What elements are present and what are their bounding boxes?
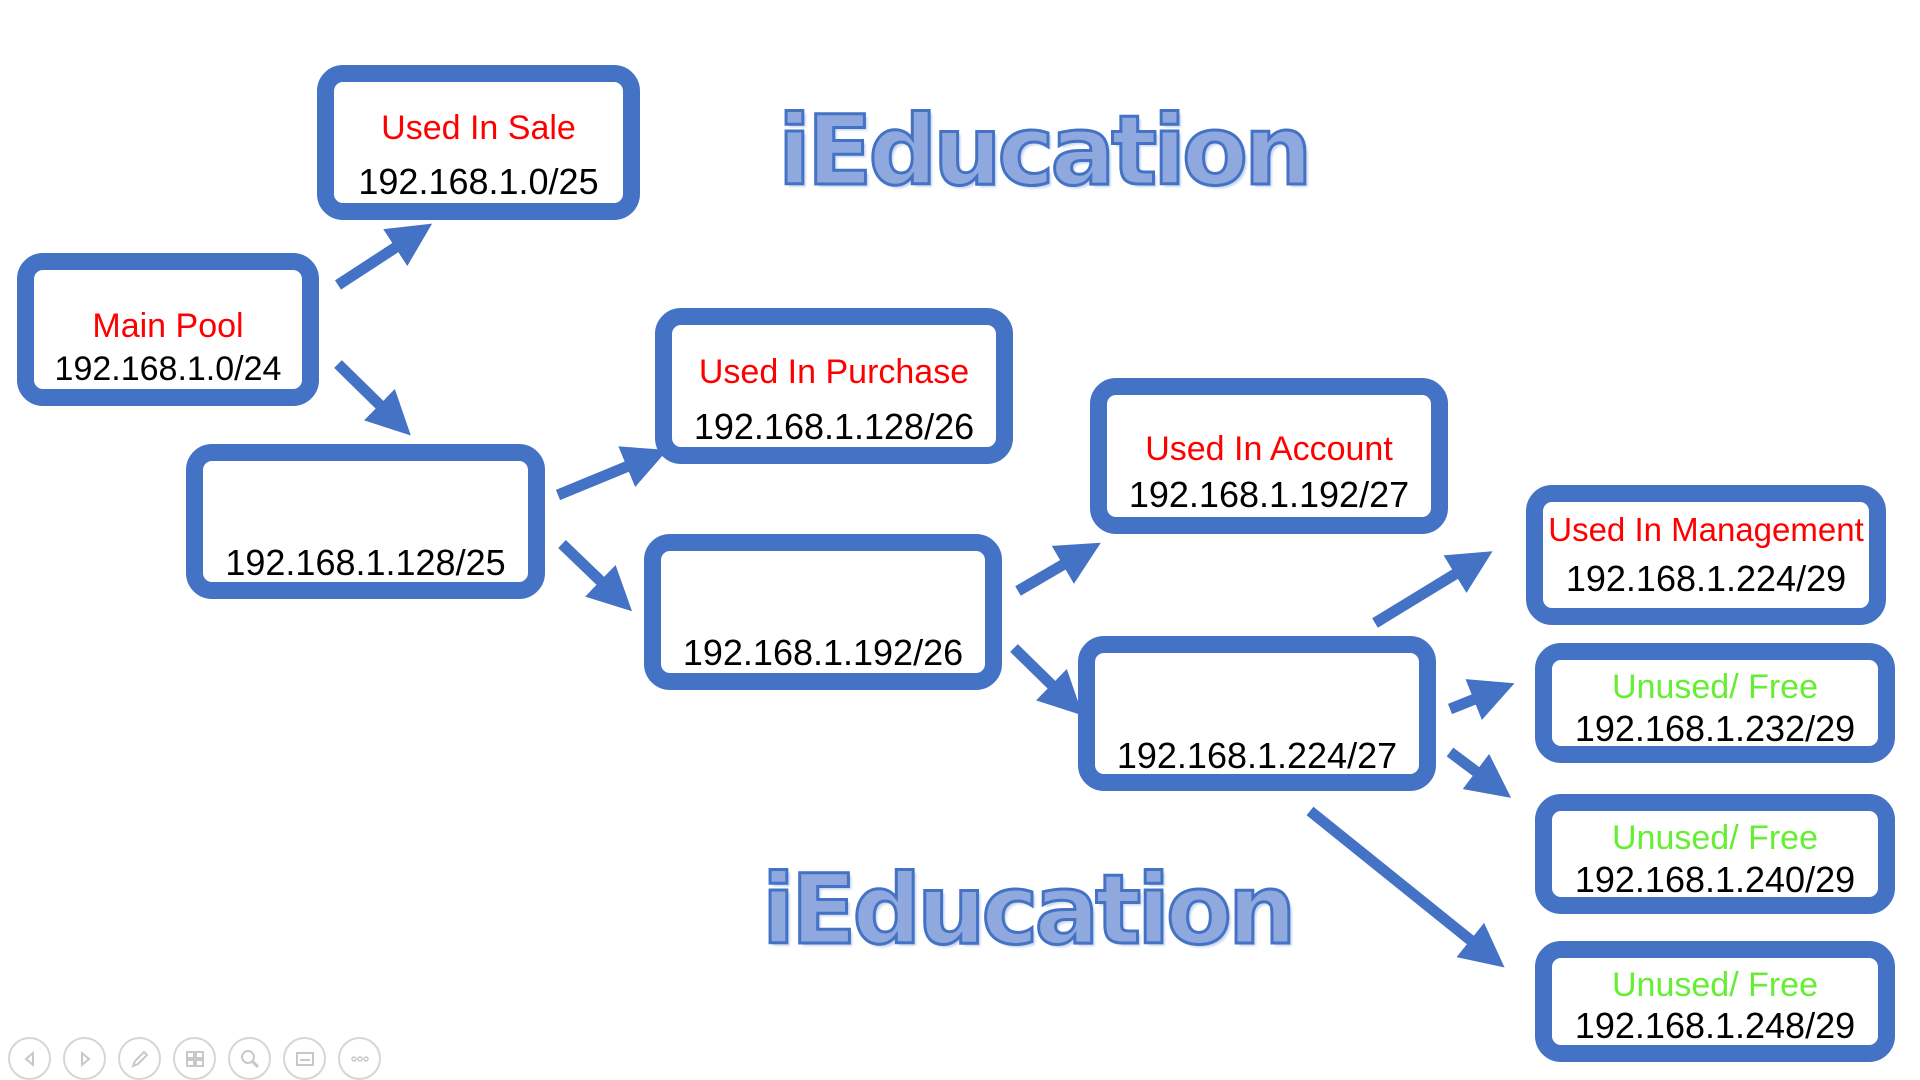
arrow-192-26-to-224-27 xyxy=(1010,644,1083,716)
watermark-top: iEducation xyxy=(776,95,1313,207)
arrow-224-27-to-management xyxy=(1372,551,1493,628)
node-ip: 192.168.1.0/25 xyxy=(358,161,599,202)
arrow-224-27-to-free-248 xyxy=(1306,806,1505,968)
arrow-128-25-to-192-26 xyxy=(558,540,633,612)
node-label: Used In Purchase xyxy=(698,353,970,391)
slides-icon xyxy=(185,1050,204,1067)
see-all-slides-button[interactable] xyxy=(173,1037,216,1080)
zoom-button[interactable] xyxy=(228,1037,271,1080)
node-ip: 192.168.1.128/26 xyxy=(693,406,975,447)
node-free-240: Unused/ Free 192.168.1.240/29 xyxy=(1535,794,1895,914)
node-sale: Used In Sale 192.168.1.0/25 xyxy=(317,65,640,220)
previous-button[interactable] xyxy=(8,1037,51,1080)
node-label: Unused/ Free xyxy=(1612,966,1818,1004)
arrow-224-27-to-free-232 xyxy=(1447,679,1515,720)
node-account: Used In Account 192.168.1.192/27 xyxy=(1090,378,1448,534)
node-ip: 192.168.1.0/24 xyxy=(54,350,282,388)
node-split-224-27: 192.168.1.224/27 xyxy=(1078,636,1436,791)
node-label: Used In Sale xyxy=(381,109,576,147)
node-ip: 192.168.1.232/29 xyxy=(1574,708,1856,749)
node-label: Unused/ Free xyxy=(1612,668,1818,706)
next-icon xyxy=(80,1050,91,1067)
pen-icon xyxy=(130,1050,148,1068)
node-ip: 192.168.1.224/27 xyxy=(1116,735,1398,776)
node-ip: 192.168.1.224/29 xyxy=(1565,558,1847,599)
node-ip: 192.168.1.192/27 xyxy=(1128,474,1410,515)
more-options-button[interactable] xyxy=(338,1037,381,1080)
arrow-192-26-to-account xyxy=(1015,542,1101,596)
previous-icon xyxy=(23,1050,34,1067)
arrow-main-to-128-25 xyxy=(334,360,411,436)
node-ip: 192.168.1.240/29 xyxy=(1574,859,1856,900)
subtitles-button[interactable] xyxy=(283,1037,326,1080)
node-ip: 192.168.1.248/29 xyxy=(1574,1005,1856,1046)
node-split-128-25: 192.168.1.128/25 xyxy=(186,444,545,599)
node-free-232: Unused/ Free 192.168.1.232/29 xyxy=(1535,643,1895,763)
more-icon xyxy=(350,1055,369,1062)
arrow-main-to-sale xyxy=(334,223,433,290)
node-split-192-26: 192.168.1.192/26 xyxy=(644,534,1002,690)
node-label: Used In Management xyxy=(1548,511,1864,548)
arrow-224-27-to-free-240 xyxy=(1446,747,1512,798)
node-label: Main Pool xyxy=(92,307,244,345)
node-management: Used In Management 192.168.1.224/29 xyxy=(1526,485,1886,625)
zoom-icon xyxy=(240,1049,259,1068)
node-ip: 192.168.1.128/25 xyxy=(225,542,506,583)
node-label: Used In Account xyxy=(1145,430,1393,468)
node-label: Unused/ Free xyxy=(1612,819,1818,857)
pen-button[interactable] xyxy=(118,1037,161,1080)
subtitles-icon xyxy=(295,1051,314,1066)
node-free-248: Unused/ Free 192.168.1.248/29 xyxy=(1535,941,1895,1062)
arrow-128-25-to-purchase xyxy=(555,446,668,501)
next-button[interactable] xyxy=(63,1037,106,1080)
slideshow-toolbar xyxy=(8,1037,381,1080)
node-purchase: Used In Purchase 192.168.1.128/26 xyxy=(655,308,1013,464)
watermark-bottom: iEducation xyxy=(760,854,1297,966)
node-main-pool: Main Pool 192.168.1.0/24 xyxy=(17,253,319,406)
node-ip: 192.168.1.192/26 xyxy=(682,632,964,673)
